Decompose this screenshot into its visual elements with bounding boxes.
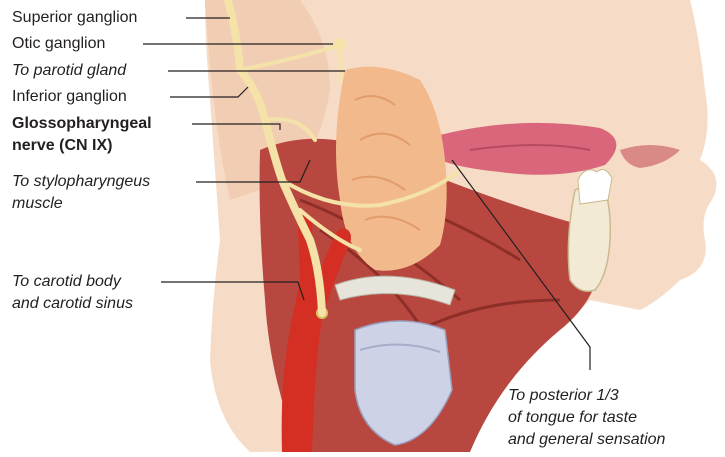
label-to-parotid: To parotid gland [12,61,126,81]
label-stylopharyngeus-1: To stylopharyngeus [12,172,150,192]
tongue [440,123,616,175]
label-stylopharyngeus-2: muscle [12,194,63,214]
label-inferior-ganglion: Inferior ganglion [12,87,127,107]
label-tongue-3: and general sensation [508,430,665,450]
label-glossopharyngeal-1: Glossopharyngeal [12,114,152,134]
label-carotid-2: and carotid sinus [12,294,133,314]
label-carotid-1: To carotid body [12,272,121,292]
label-otic-ganglion: Otic ganglion [12,34,105,54]
teeth [578,170,612,204]
label-tongue-1: To posterior 1/3 [508,386,619,406]
label-glossopharyngeal-2: nerve (CN IX) [12,136,112,156]
otic-ganglion [334,38,346,50]
label-tongue-2: of tongue for taste [508,408,637,428]
label-superior-ganglion: Superior ganglion [12,8,137,28]
